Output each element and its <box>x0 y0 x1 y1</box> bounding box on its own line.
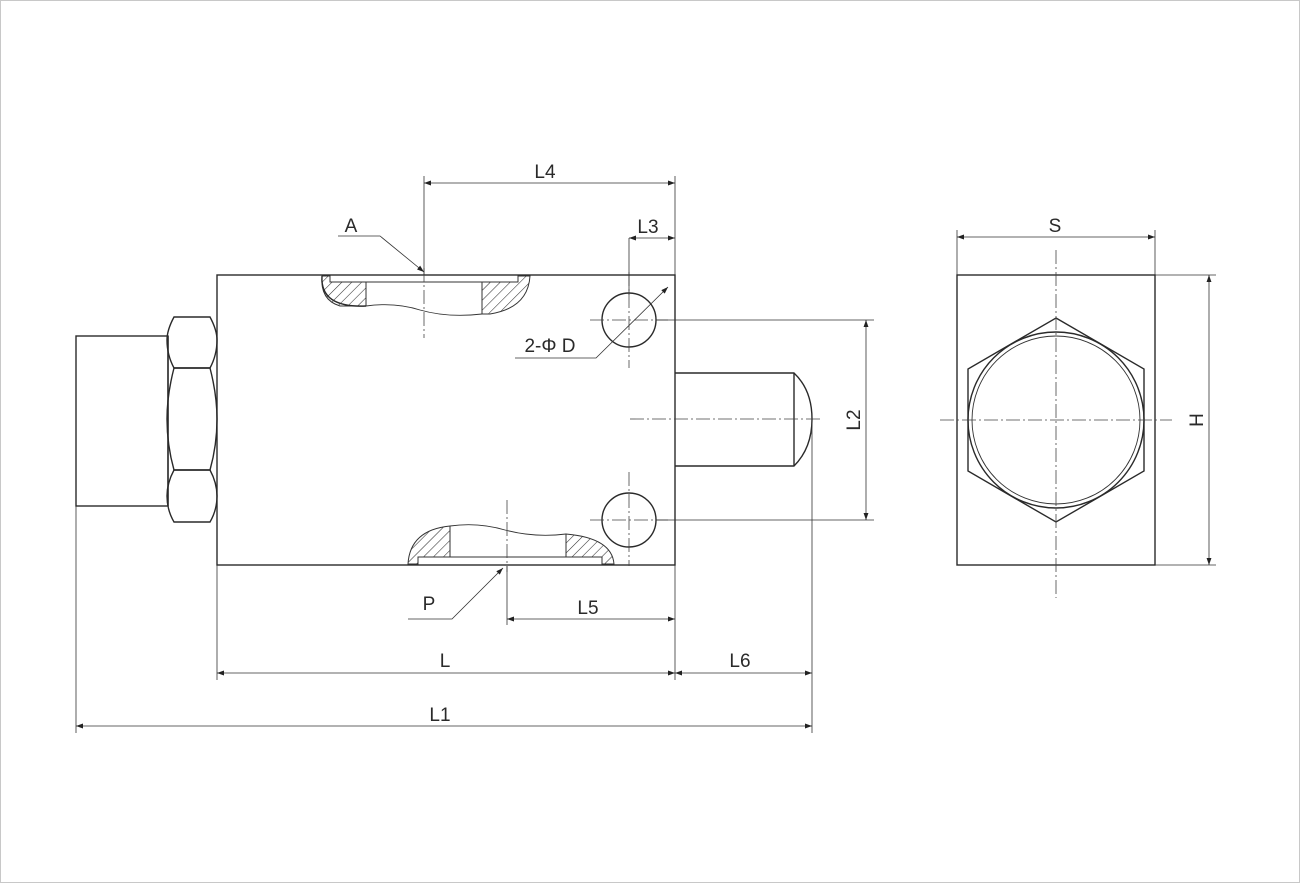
main-body <box>216 274 676 566</box>
port-a-section <box>321 275 531 316</box>
side-view-dimensions <box>956 230 1216 566</box>
label-l: L <box>440 651 451 672</box>
label-l6: L6 <box>729 651 750 672</box>
label-a: A <box>345 216 358 237</box>
front-view-dimensions <box>75 176 874 733</box>
hex-nut <box>166 316 218 523</box>
label-l1: L1 <box>429 705 450 726</box>
plunger-pin <box>675 372 813 467</box>
label-s: S <box>1049 216 1062 237</box>
label-l4: L4 <box>534 162 556 183</box>
label-h: H <box>1187 413 1208 427</box>
left-cylinder <box>75 335 169 507</box>
label-hole-diameter: 2-Φ D <box>524 336 575 357</box>
front-view <box>75 268 822 572</box>
side-view <box>940 250 1172 598</box>
label-l2: L2 <box>844 409 865 430</box>
port-p-section <box>407 524 615 565</box>
label-p: P <box>423 594 436 615</box>
label-l5: L5 <box>577 598 598 619</box>
label-l3: L3 <box>637 217 658 238</box>
